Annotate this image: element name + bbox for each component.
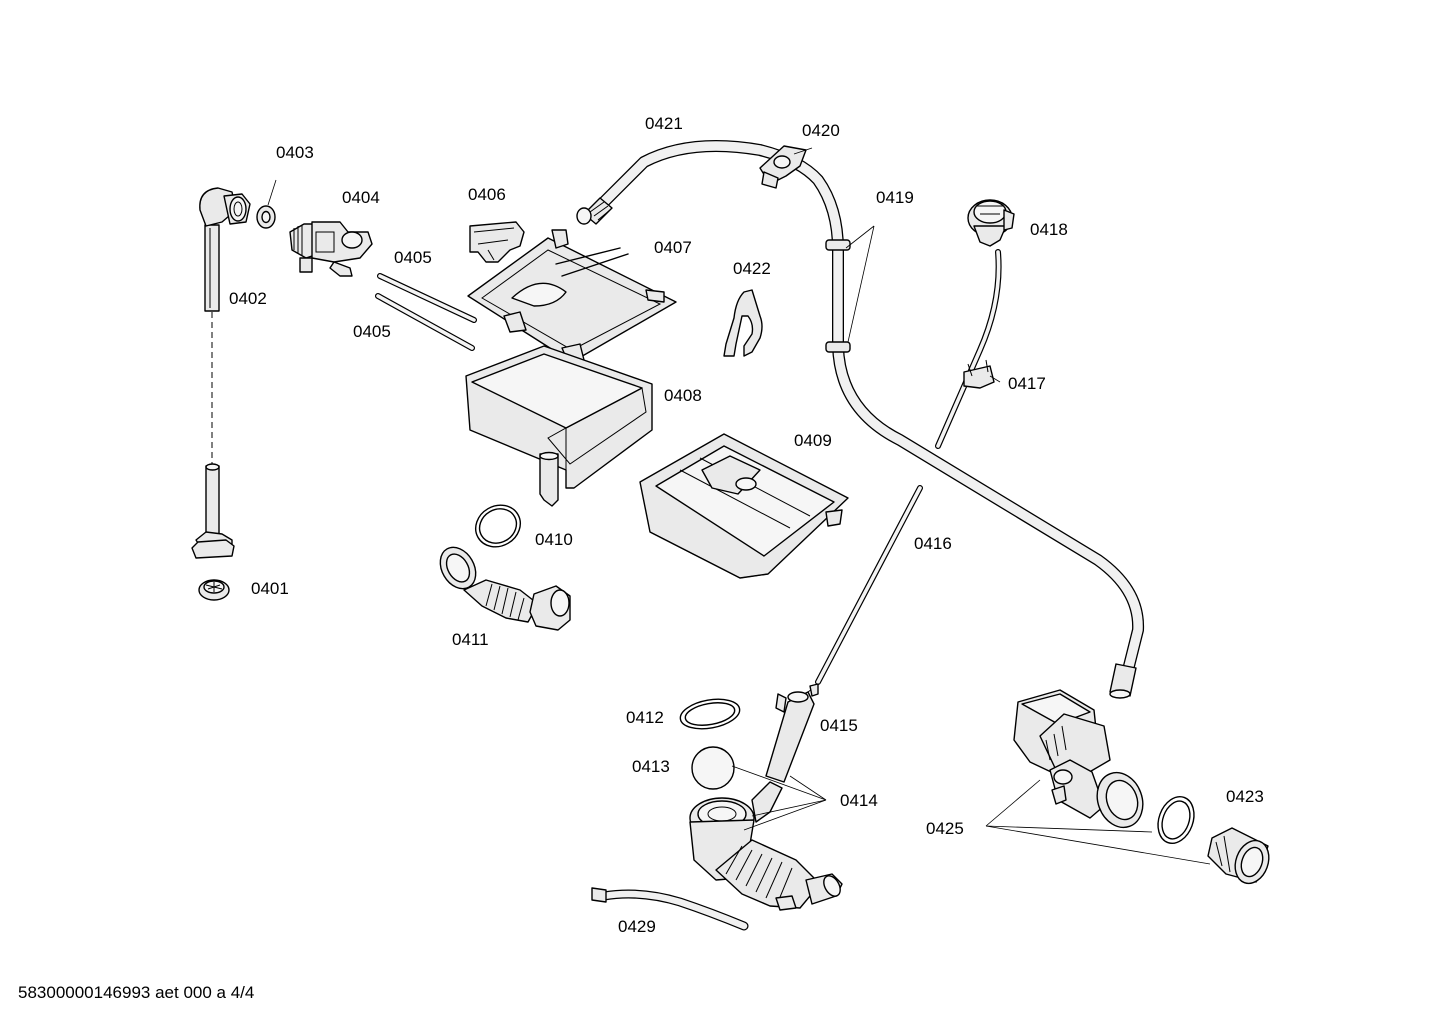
tube-0405-lower <box>375 293 475 351</box>
pressure-switch-0418 <box>967 199 1015 247</box>
dispenser-housing-0408 <box>465 345 653 507</box>
part-label-0401: 0401 <box>251 579 289 598</box>
pressure-tube-0416-0417 <box>815 249 1002 685</box>
part-label-0404: 0404 <box>342 188 380 207</box>
part-label-0420: 0420 <box>802 121 840 140</box>
float-ball-0413 <box>691 746 735 790</box>
inlet-valve-0404 <box>289 221 373 277</box>
tube-0405-upper <box>377 273 477 323</box>
part-label-0405-upper: 0405 <box>394 248 432 267</box>
pump-filter-insert <box>1207 827 1270 885</box>
air-trap-0415 <box>765 683 819 783</box>
pump-seal-ring-0423 <box>1157 796 1195 844</box>
part-label-0408: 0408 <box>664 386 702 405</box>
washer-ring-0403 <box>256 205 276 229</box>
drain-pump-0425 <box>1013 689 1144 829</box>
part-label-0414: 0414 <box>840 791 878 810</box>
part-label-0425: 0425 <box>926 819 964 838</box>
part-label-0410: 0410 <box>535 530 573 549</box>
document-reference-footer: 58300000146993 aet 000 a 4/4 <box>18 983 254 1002</box>
detergent-drawer-0409 <box>639 433 849 579</box>
inlet-pipe-lower-0402 <box>191 463 235 559</box>
part-label-0409: 0409 <box>794 431 832 450</box>
part-label-0406: 0406 <box>468 185 506 204</box>
part-label-0419: 0419 <box>876 188 914 207</box>
part-label-0423: 0423 <box>1226 787 1264 806</box>
part-label-0416: 0416 <box>914 534 952 553</box>
part-label-0418: 0418 <box>1030 220 1068 239</box>
inlet-elbow-pipe-0402 <box>199 187 251 312</box>
drain-hose-0429 <box>591 887 749 931</box>
bellows-hose-0411 <box>439 546 571 631</box>
leader-lines <box>267 147 1211 865</box>
part-label-0407: 0407 <box>654 238 692 257</box>
part-label-0405-lower: 0405 <box>353 322 391 341</box>
part-label-0403: 0403 <box>276 143 314 162</box>
part-label-0429: 0429 <box>618 917 656 936</box>
part-label-0421: 0421 <box>645 114 683 133</box>
part-label-0402: 0402 <box>229 289 267 308</box>
seal-ring-0410 <box>475 504 521 548</box>
filter-strainer-0401 <box>198 579 230 601</box>
ring-seal-0412 <box>679 698 741 730</box>
fork-clip-0422 <box>723 289 763 357</box>
clip-bracket-0406 <box>469 221 525 263</box>
part-label-0415: 0415 <box>820 716 858 735</box>
hose-bracket-0420 <box>759 145 807 189</box>
hose-assembly-0419-0421 <box>576 140 1145 699</box>
part-label-0417: 0417 <box>1008 374 1046 393</box>
part-label-0411: 0411 <box>452 630 489 649</box>
part-label-0413: 0413 <box>632 757 670 776</box>
sump-hose-0414 <box>689 781 843 911</box>
part-label-0422: 0422 <box>733 259 771 278</box>
part-label-0412: 0412 <box>626 708 664 727</box>
